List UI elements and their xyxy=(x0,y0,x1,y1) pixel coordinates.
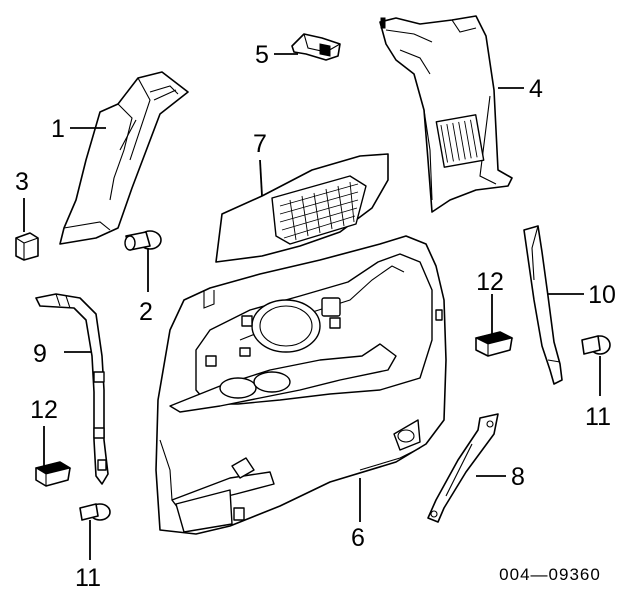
part-5-bracket xyxy=(291,33,341,61)
part-9-strap xyxy=(35,293,109,485)
callout-1: 1 xyxy=(51,115,65,143)
callout-12-right: 12 xyxy=(476,268,504,296)
part-6-main-trim-panel xyxy=(155,235,447,535)
part-2-push-fastener xyxy=(124,230,162,251)
part-1-pillar-trim xyxy=(59,71,189,245)
callout-12-left: 12 xyxy=(30,396,58,424)
part-10-strap xyxy=(523,225,563,385)
part-3-clip xyxy=(15,198,39,261)
callout-11-left: 11 xyxy=(75,564,101,592)
callout-4: 4 xyxy=(529,75,543,103)
callout-9: 9 xyxy=(33,340,47,368)
part-12-clip-right xyxy=(474,331,514,357)
callout-labels: 1 2 3 4 5 6 7 8 9 10 11 11 12 12 xyxy=(15,41,616,592)
callout-6: 6 xyxy=(351,524,365,552)
part-12-clip-left xyxy=(34,461,72,487)
figure-code: 004—09360 xyxy=(499,565,601,584)
part-11-push-pin-left xyxy=(79,503,111,521)
callout-11-right: 11 xyxy=(585,403,611,431)
callout-8: 8 xyxy=(511,463,525,491)
part-7-speaker-panel xyxy=(215,153,389,263)
leader-lines xyxy=(23,53,601,560)
callout-3: 3 xyxy=(15,168,29,196)
part-11-push-pin-right xyxy=(581,335,611,355)
callout-10: 10 xyxy=(588,281,616,309)
callout-7: 7 xyxy=(253,130,267,158)
part-4-quarter-trim xyxy=(379,15,513,213)
callout-2: 2 xyxy=(139,298,153,326)
part-8-bracket xyxy=(427,413,499,523)
callout-5: 5 xyxy=(255,41,269,69)
